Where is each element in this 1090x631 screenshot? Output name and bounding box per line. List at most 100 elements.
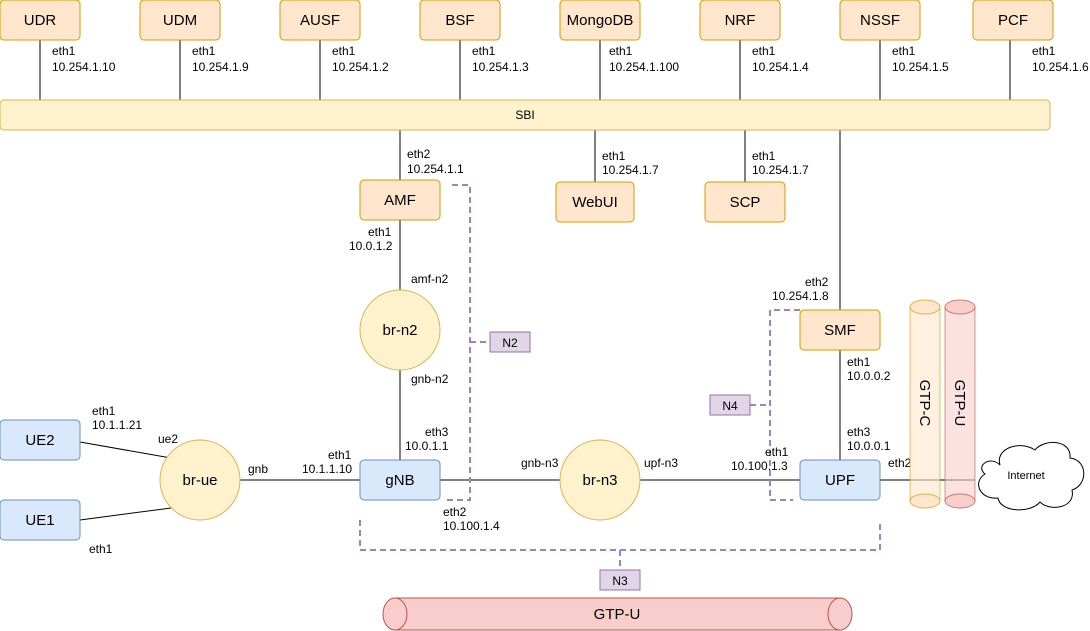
nf-pcf: PCF eth1 10.254.1.6 [972, 0, 1089, 74]
nf-mongodb: MongoDB eth1 10.254.1.100 [559, 0, 679, 74]
gtp-u-horizontal-tunnel: GTP-U [382, 597, 853, 631]
link-ue1-brue [79, 507, 172, 521]
gnb-ue-ip: 10.1.1.10 [302, 462, 352, 476]
pcf-label: PCF [998, 12, 1028, 29]
link-ue2-brue [79, 441, 172, 459]
nrf-box [699, 0, 781, 41]
gtp-c-label: GTP-C [916, 380, 933, 427]
upf-dn-iface: eth2 [888, 456, 912, 470]
smf-sbi-ip: 10.254.1.8 [772, 289, 829, 303]
brn2-label: br-n2 [382, 322, 417, 339]
pcf-ip: 10.254.1.6 [1032, 60, 1089, 74]
n2-label: N2 [502, 336, 518, 350]
nrf-iface: eth1 [752, 44, 776, 58]
gtp-c-tunnel: GTP-C [909, 299, 941, 509]
brn2-top-port: amf-n2 [411, 272, 449, 286]
gtp-u-vertical-body [944, 306, 976, 502]
brn2-bottom-port: gnb-n2 [411, 372, 449, 386]
gtp-u-vertical-label: GTP-U [951, 380, 968, 427]
amf-n2-ip: 10.0.1.2 [349, 239, 393, 253]
webui-ip: 10.254.1.7 [602, 163, 659, 177]
webui-box [555, 181, 635, 223]
upf-n4-iface: eth3 [847, 425, 871, 439]
udm-label: UDM [163, 12, 197, 29]
mongodb-box [559, 0, 641, 41]
nssf-box [839, 0, 921, 41]
bsf-ip: 10.254.1.3 [472, 60, 529, 74]
n4-label: N4 [722, 399, 738, 413]
br-n2-node [359, 289, 441, 371]
smf-n4-ip: 10.0.0.2 [847, 369, 891, 383]
n3-path [359, 520, 881, 551]
smf-label: SMF [824, 322, 856, 339]
webui-iface: eth1 [602, 149, 626, 163]
n4-tag [709, 394, 751, 416]
mongodb-label: MongoDB [567, 12, 634, 29]
udr-iface: eth1 [52, 44, 76, 58]
smf-n4-iface: eth1 [847, 355, 871, 369]
nf-ausf: AUSF eth1 10.254.1.2 [279, 0, 389, 74]
sbi-label: SBI [515, 108, 534, 122]
udm-ip: 10.254.1.9 [192, 60, 249, 74]
ue2-ip: 10.1.1.21 [92, 418, 142, 432]
udr-label: UDR [24, 12, 57, 29]
brn3-label: br-n3 [582, 472, 617, 489]
ausf-label: AUSF [300, 12, 340, 29]
gtp-u-vertical-tunnel: GTP-U [944, 299, 976, 509]
scp-iface: eth1 [752, 149, 776, 163]
nf-nssf: NSSF eth1 10.254.1.5 [839, 0, 949, 74]
mongodb-iface: eth1 [609, 44, 633, 58]
bsf-label: BSF [445, 12, 474, 29]
brue-label: br-ue [182, 472, 217, 489]
smf-box [799, 309, 881, 351]
scp-box [704, 181, 786, 223]
gtp-u-horizontal-right [827, 597, 853, 631]
brn3-left-port: gnb-n3 [521, 456, 559, 470]
nrf-ip: 10.254.1.4 [752, 60, 809, 74]
amf-sbi-iface: eth2 [407, 147, 431, 161]
n2-path [446, 184, 471, 501]
nf-bsf: BSF eth1 10.254.1.3 [419, 0, 529, 74]
ue1-iface: eth1 [89, 542, 113, 556]
n4-path [769, 309, 800, 501]
ausf-iface: eth1 [332, 44, 356, 58]
bsf-box [419, 0, 501, 41]
ausf-ip: 10.254.1.2 [332, 60, 389, 74]
nssf-iface: eth1 [892, 44, 916, 58]
gtp-c-body [909, 306, 941, 502]
cloud-shape [978, 442, 1085, 511]
gnb-ue-iface: eth1 [328, 448, 352, 462]
nf-udr: UDR eth1 10.254.1.10 [0, 0, 116, 74]
nf-nrf: NRF eth1 10.254.1.4 [699, 0, 809, 74]
gtp-u-vertical-top [944, 299, 976, 315]
ue1-label: UE1 [25, 512, 54, 529]
udr-box [0, 0, 81, 41]
brue-gnb-port: gnb [248, 462, 268, 476]
upf-n3-iface: eth1 [765, 445, 789, 459]
ue1-box [0, 499, 81, 541]
amf-sbi-ip: 10.254.1.1 [407, 162, 464, 176]
links [39, 40, 1011, 521]
amf-label: AMF [384, 192, 416, 209]
webui-label: WebUI [572, 194, 618, 211]
ue2-iface: eth1 [92, 404, 116, 418]
bsf-iface: eth1 [472, 44, 496, 58]
upf-n3-ip: 10.100.1.3 [731, 459, 788, 473]
internet-cloud: Internet [978, 442, 1085, 511]
n3-tag [599, 569, 641, 591]
scp-ip: 10.254.1.7 [752, 163, 809, 177]
gtp-u-horizontal-label: GTP-U [594, 606, 641, 623]
amf-box [359, 179, 441, 221]
upf-label: UPF [825, 472, 855, 489]
udr-ip: 10.254.1.10 [52, 60, 116, 74]
gnb-n2-ip: 10.0.1.1 [405, 439, 449, 453]
gtp-u-vertical-bottom [944, 493, 976, 509]
gnb-n3-ip: 10.100.1.4 [443, 519, 500, 533]
scp-label: SCP [730, 194, 761, 211]
gnb-label: gNB [385, 472, 414, 489]
nf-udm: UDM eth1 10.254.1.9 [139, 0, 249, 74]
nrf-label: NRF [725, 12, 756, 29]
amf-n2-iface: eth1 [368, 225, 392, 239]
upf-n4-ip: 10.0.0.1 [847, 439, 891, 453]
